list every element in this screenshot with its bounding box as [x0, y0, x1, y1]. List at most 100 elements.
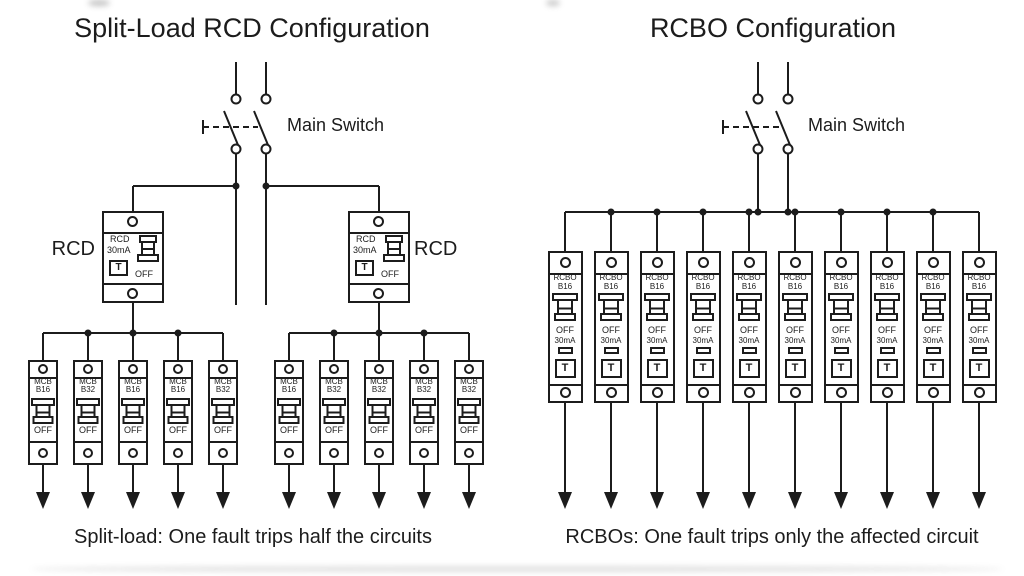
breaker-type-label: MCB: [325, 377, 343, 386]
divider: [321, 441, 347, 443]
divider: [366, 377, 392, 379]
breaker-state-label: OFF: [415, 425, 433, 435]
terminal-icon: [605, 387, 617, 398]
breaker-state-label: OFF: [370, 425, 388, 435]
terminal-icon: [881, 387, 893, 398]
divider: [30, 441, 56, 443]
breaker-type-label: RCBO: [691, 273, 715, 282]
left-panel-caption: Split-load: One fault trips half the cir…: [74, 526, 432, 548]
breaker-sensitivity-label: 30mA: [968, 336, 990, 345]
breaker-type-label: MCB: [214, 377, 232, 386]
terminal-icon: [127, 288, 138, 299]
indicator-window-icon: [971, 347, 987, 354]
breaker-state-label: OFF: [214, 425, 232, 435]
terminal-icon: [419, 448, 429, 458]
terminal-icon: [605, 257, 617, 268]
test-button: T: [355, 260, 374, 276]
terminal-icon: [973, 257, 985, 268]
toggle-switch-icon: [643, 293, 670, 321]
divider: [641, 273, 673, 275]
breaker-rating-label: B32: [416, 385, 432, 394]
indicator-window-icon: [695, 347, 711, 354]
toggle-switch-icon: [551, 293, 578, 321]
breaker-state-label: OFF: [124, 425, 142, 435]
terminal-icon: [218, 448, 228, 458]
terminal-icon: [218, 364, 228, 374]
toggle-switch-icon: [137, 235, 159, 262]
breaker-type-label: RCBO: [553, 273, 577, 282]
divider: [165, 377, 191, 379]
toggle-switch-icon: [735, 293, 762, 321]
breaker-rating-label: B32: [215, 385, 231, 394]
divider: [104, 232, 162, 234]
terminal-icon: [128, 448, 138, 458]
divider: [30, 377, 56, 379]
divider: [75, 441, 101, 443]
terminal-icon: [697, 257, 709, 268]
indicator-window-icon: [649, 347, 665, 354]
breaker-sensitivity-label: 30mA: [922, 336, 944, 345]
toggle-switch-icon: [383, 235, 405, 262]
breaker-state-label: OFF: [924, 325, 942, 335]
breaker-rating-label: B16: [971, 282, 987, 291]
breaker-state-label: OFF: [878, 325, 896, 335]
terminal-icon: [284, 364, 294, 374]
rcbo-breaker: RCBO B16 OFF 30mA T: [547, 251, 583, 403]
breaker-type-label: MCB: [169, 377, 187, 386]
divider: [687, 384, 719, 386]
breaker-type-label: RCBO: [645, 273, 669, 282]
breaker-rating-label: B16: [35, 385, 51, 394]
breaker-sensitivity-label: 30mA: [554, 336, 576, 345]
divider: [963, 384, 995, 386]
toggle-switch-icon: [965, 293, 992, 321]
divider: [210, 441, 236, 443]
divider: [411, 441, 437, 443]
divider: [779, 384, 811, 386]
rcbo-breaker: RCBO B16 OFF 30mA T: [639, 251, 675, 403]
rcd-device-left: RCD 30mA T OFF: [102, 211, 164, 303]
divider: [733, 273, 765, 275]
breaker-state-label: OFF: [169, 425, 187, 435]
terminal-icon: [464, 448, 474, 458]
test-button: T: [830, 359, 852, 378]
indicator-window-icon: [925, 347, 941, 354]
rcd-type-label: RCD: [110, 234, 130, 244]
breaker-sensitivity-label: 30mA: [692, 336, 714, 345]
breaker-state-label: OFF: [325, 425, 343, 435]
breaker-rating-label: B32: [326, 385, 342, 394]
breaker-type-label: MCB: [370, 377, 388, 386]
mcb-breaker: MCB B16 OFF: [28, 360, 58, 465]
indicator-window-icon: [787, 347, 803, 354]
test-button: T: [968, 359, 990, 378]
breaker-type-label: MCB: [79, 377, 97, 386]
breaker-state-label: OFF: [602, 325, 620, 335]
rcbo-breaker: RCBO B16 OFF 30mA T: [593, 251, 629, 403]
breaker-rating-label: B16: [925, 282, 941, 291]
breaker-rating-label: B16: [603, 282, 619, 291]
toggle-switch-icon: [31, 398, 55, 424]
toggle-switch-icon: [873, 293, 900, 321]
mcb-breaker: MCB B32 OFF: [319, 360, 349, 465]
breaker-sensitivity-label: 30mA: [784, 336, 806, 345]
toggle-switch-icon: [211, 398, 235, 424]
rcbo-breaker: RCBO B16 OFF 30mA T: [731, 251, 767, 403]
test-button: T: [922, 359, 944, 378]
breaker-rating-label: B16: [879, 282, 895, 291]
divider: [595, 384, 627, 386]
toggle-switch-icon: [781, 293, 808, 321]
terminal-icon: [329, 448, 339, 458]
terminal-icon: [651, 257, 663, 268]
breaker-type-label: RCBO: [599, 273, 623, 282]
divider: [779, 273, 811, 275]
toggle-switch-icon: [919, 293, 946, 321]
test-button: T: [784, 359, 806, 378]
breaker-state-label: OFF: [832, 325, 850, 335]
breaker-state-label: OFF: [34, 425, 52, 435]
toggle-switch-icon: [597, 293, 624, 321]
toggle-switch-icon: [412, 398, 436, 424]
rcbo-breaker: RCBO B16 OFF 30mA T: [869, 251, 905, 403]
breaker-sensitivity-label: 30mA: [600, 336, 622, 345]
